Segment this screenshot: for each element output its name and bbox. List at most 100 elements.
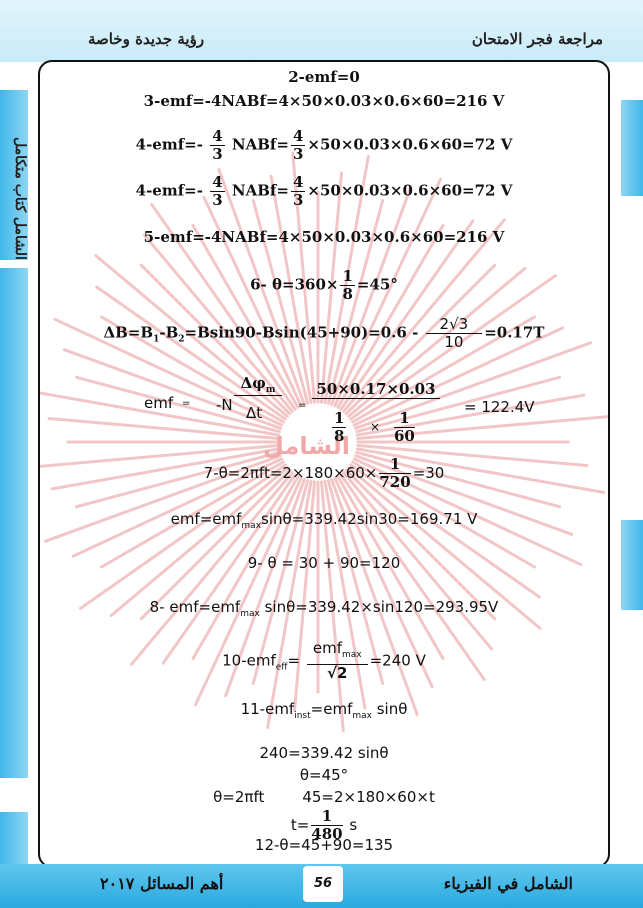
line-10: 10-emfeff= emfmax√2=240 V xyxy=(222,639,426,682)
sunburst-ray xyxy=(330,186,412,406)
sunburst-ray xyxy=(351,315,537,424)
sunburst-ray xyxy=(356,443,589,468)
sunburst-ray xyxy=(291,151,317,404)
line-12: 12-θ=45+90=135 xyxy=(254,836,394,854)
sunburst-ray xyxy=(330,478,419,717)
sunburst-ray xyxy=(342,471,494,651)
sunburst-ray xyxy=(319,480,345,733)
sunburst-ray xyxy=(202,195,303,408)
sunburst-ray xyxy=(193,476,303,707)
sunburst-ray xyxy=(355,393,586,437)
line-240: 240=339.42 sinθ xyxy=(259,744,389,762)
sunburst-ray xyxy=(191,223,300,409)
sunburst-ray xyxy=(349,274,558,421)
sunburst-ray xyxy=(352,326,565,427)
sunburst-ray xyxy=(62,348,282,430)
sunburst-ray xyxy=(333,476,434,689)
left-side-tab-bottom xyxy=(0,812,28,864)
line-3: 3-emf=-4NABf=4×50×0.03×0.6×60=216 V xyxy=(143,92,505,110)
sunburst-ray xyxy=(344,263,497,416)
sunburst-ray xyxy=(347,466,542,630)
sunburst-ray xyxy=(266,479,313,730)
sunburst-ray xyxy=(94,254,289,418)
header-title-left: رؤية جديدة وخاصة xyxy=(88,30,205,48)
content-frame: الشامل 2-emf=0 3-emf=-4NABf=4×50×0.03×0.… xyxy=(38,60,610,868)
sunburst-ray xyxy=(344,468,497,621)
sunburst-ray xyxy=(99,460,285,569)
right-side-tab-top xyxy=(621,100,643,196)
sunburst-ray xyxy=(130,471,294,666)
line-2: 2-emf=0 xyxy=(288,68,360,86)
footer-title-left: أهم المسائل ٢٠١٧ xyxy=(100,874,224,893)
sunburst-ray xyxy=(224,478,306,698)
sunburst-ray xyxy=(349,463,541,599)
line-5: 5-emf=-4NABf=4×50×0.03×0.6×60=216 V xyxy=(143,228,505,246)
sunburst-background xyxy=(40,151,608,733)
header-title-right: مراجعة فجر الامتحان xyxy=(471,30,603,48)
sunburst-ray xyxy=(323,154,370,405)
sunburst-ray xyxy=(342,218,506,413)
spine-title: الشامل كتاب متكامل xyxy=(12,137,28,260)
sunburst-ray xyxy=(75,375,281,434)
left-side-tab-middle xyxy=(0,268,28,778)
sunburst-ray xyxy=(354,454,574,536)
sunburst-ray xyxy=(336,475,445,661)
sunburst-ray xyxy=(319,171,344,404)
sunburst-ray xyxy=(78,463,287,610)
sunburst-ray xyxy=(71,457,284,558)
sunburst-ray xyxy=(339,219,475,411)
line-emf-max: emf=emfmaxsinθ=339.42sin30=169.71 V xyxy=(170,510,478,531)
sunburst-ray xyxy=(323,479,367,710)
page-number: 56 xyxy=(303,866,343,902)
sunburst-ray xyxy=(53,317,284,427)
sunburst-ray xyxy=(269,174,313,405)
sunburst-ray xyxy=(351,460,537,569)
sunburst-ray xyxy=(347,266,527,418)
sunburst-ray xyxy=(217,167,306,406)
sunburst-ray xyxy=(352,457,583,567)
right-side-tab-middle xyxy=(621,520,643,610)
line-11: 11-emfinst=emfmax sinθ xyxy=(240,700,408,721)
sunburst-ray xyxy=(99,315,285,424)
sunburst-ray xyxy=(339,473,486,682)
sunburst-ray xyxy=(333,177,443,408)
line-8: 8- emf=emfmax sinθ=339.42×sin120=293.95V xyxy=(149,598,499,619)
sunburst-ray xyxy=(354,341,593,430)
sunburst-ray xyxy=(191,475,300,661)
sunburst-ray xyxy=(326,479,385,685)
sunburst-ray xyxy=(139,263,292,416)
sunburst-ray xyxy=(109,466,289,618)
sunburst-ray xyxy=(150,202,297,411)
sunburst-ray xyxy=(47,416,280,441)
line-theta-45: θ=45° xyxy=(299,766,349,784)
footer-title-right: الشامل في الفيزياء xyxy=(443,874,573,893)
sunburst-ray xyxy=(142,233,294,413)
sunburst-ray xyxy=(43,454,282,543)
line-9: 9- θ = 30 + 90=120 xyxy=(247,554,401,572)
sunburst-ray xyxy=(139,468,292,621)
sunburst-ray xyxy=(355,375,561,434)
sunburst-ray xyxy=(251,479,310,685)
sunburst-ray xyxy=(40,443,280,468)
sunburst-ray xyxy=(356,415,608,441)
sunburst-ray xyxy=(95,285,287,421)
watermark-logo: الشامل xyxy=(263,432,350,460)
sunburst-ray xyxy=(251,199,310,405)
sunburst-ray xyxy=(75,450,281,509)
page-header: مراجعة فجر الامتحان رؤية جديدة وخاصة xyxy=(0,0,643,62)
sunburst-ray xyxy=(355,447,606,494)
sunburst-ray xyxy=(161,473,297,665)
sunburst-ray xyxy=(336,223,445,409)
left-side-tab-top xyxy=(0,90,28,260)
sunburst-ray xyxy=(355,450,561,509)
sunburst-ray xyxy=(50,447,281,491)
sunburst-ray xyxy=(326,199,385,405)
